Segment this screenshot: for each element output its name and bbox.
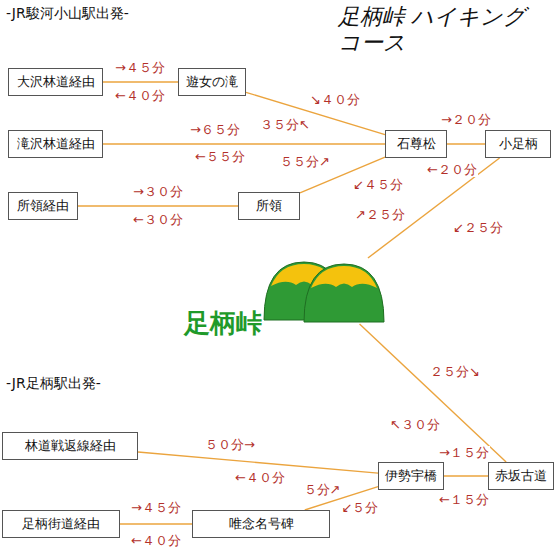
- time-label: ←４０分: [114, 89, 166, 103]
- place-name: 所領経由: [17, 197, 69, 215]
- place-box: 大沢林道経由: [8, 68, 103, 96]
- hill-body: [304, 264, 384, 322]
- place-name: 足柄街道経由: [22, 515, 100, 533]
- place-box: 赤坂古道: [488, 462, 554, 490]
- trail-line: [103, 143, 385, 144]
- peak-name: 足柄峠: [184, 306, 262, 341]
- trail-line: [78, 205, 238, 206]
- place-box: 伊勢宇橋: [378, 462, 444, 490]
- mountain-pass: 足柄峠: [262, 258, 387, 324]
- place-box: 所領経由: [8, 192, 78, 220]
- place-name: 所領: [256, 197, 282, 215]
- time-label: ２５分↘: [429, 365, 481, 379]
- section-heading: -JR足柄駅出発-: [5, 376, 102, 390]
- place-name: 林道戦返線経由: [25, 437, 116, 455]
- place-name: 滝沢林道経由: [17, 135, 95, 153]
- place-box: 足柄街道経由: [2, 510, 120, 538]
- time-label: ３５分↖: [259, 118, 311, 132]
- place-box: 石尊松: [385, 130, 447, 158]
- time-label: ←３０分: [132, 213, 184, 227]
- time-label: ５０分→: [204, 438, 256, 452]
- time-label: →６５分: [189, 123, 241, 137]
- place-name: 赤坂古道: [495, 467, 547, 485]
- trail-line: [120, 523, 192, 524]
- place-name: 遊女の滝: [186, 73, 238, 91]
- trail-line: [246, 92, 385, 134]
- time-label: →４５分: [130, 501, 182, 515]
- time-label: →３０分: [132, 185, 184, 199]
- time-label: ←５５分: [194, 150, 246, 164]
- time-label: →１５分: [438, 446, 490, 460]
- time-label: ←１５分: [438, 493, 490, 507]
- time-label: ５５分↗: [279, 155, 331, 169]
- place-box: 所領: [238, 192, 300, 220]
- place-box: 小足柄: [485, 130, 551, 158]
- trail-line: [103, 81, 178, 82]
- place-name: 石尊松: [397, 135, 436, 153]
- place-name: 大沢林道経由: [17, 73, 95, 91]
- place-name: 小足柄: [499, 135, 538, 153]
- place-name: 伊勢宇橋: [385, 467, 437, 485]
- time-label: ←２０分: [426, 163, 478, 177]
- trail-line: [447, 143, 485, 144]
- time-label: →４５分: [114, 61, 166, 75]
- place-box: 唯念名号碑: [192, 510, 330, 538]
- time-label: ↘４０分: [309, 93, 361, 107]
- place-name: 唯念名号碑: [229, 515, 294, 533]
- time-label: ←４０分: [234, 471, 286, 485]
- diagram-title: 足柄峠 ハイキングコース: [338, 4, 538, 57]
- hill-cap: [311, 266, 377, 288]
- time-label: ↙５分: [341, 501, 380, 515]
- time-label: →２０分: [440, 113, 492, 127]
- place-box: 遊女の滝: [178, 68, 246, 96]
- trail-line: [360, 324, 507, 462]
- hill: [304, 264, 384, 322]
- time-label: ←４０分: [130, 534, 182, 548]
- time-label: ↙４５分: [352, 178, 404, 192]
- time-label: ↖３０分: [389, 418, 441, 432]
- section-heading: -JR駿河小山駅出発-: [5, 6, 130, 20]
- mountain-illustration: [262, 258, 387, 324]
- place-box: 滝沢林道経由: [8, 130, 103, 158]
- time-label: ５分↗: [303, 483, 342, 497]
- time-label: ↗２５分: [354, 208, 406, 222]
- place-box: 林道戦返線経由: [2, 432, 138, 460]
- time-label: ↙２５分: [452, 221, 504, 235]
- trail-line: [138, 452, 378, 473]
- trail-line: [444, 475, 488, 476]
